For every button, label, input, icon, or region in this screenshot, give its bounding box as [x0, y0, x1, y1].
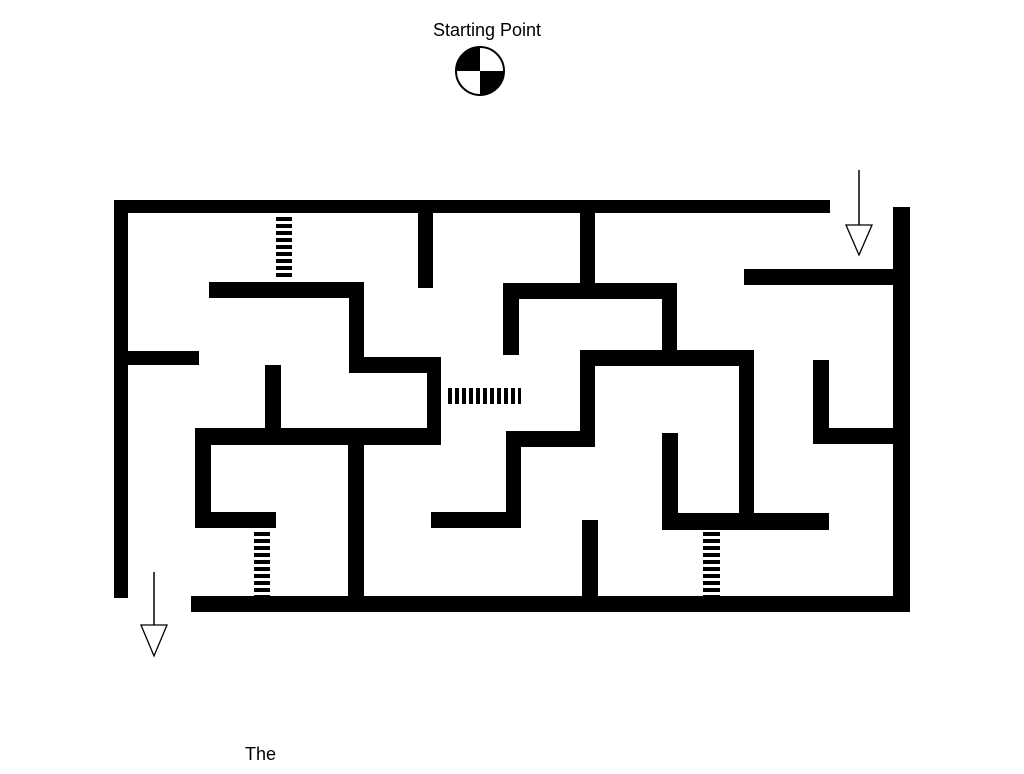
maze-wall: [813, 428, 893, 444]
maze-wall: [503, 283, 519, 355]
maze-wall: [503, 283, 677, 299]
starting-point-label: Starting Point: [433, 20, 541, 40]
maze-wall: [662, 433, 678, 530]
maze-wall: [431, 512, 521, 528]
maze-wall: [427, 357, 441, 445]
maze-wall: [662, 283, 677, 352]
maze-wall: [813, 360, 829, 444]
maze-ladder-gate: [447, 388, 521, 404]
maze-inner-walls: [128, 213, 893, 605]
start-marker-icon: [455, 46, 505, 96]
maze-wall-right: [893, 207, 910, 612]
maze-wall: [265, 365, 281, 430]
maze-wall: [128, 351, 199, 365]
maze-wall: [348, 445, 364, 598]
maze-wall: [580, 213, 595, 285]
maze-outer-walls: [114, 200, 910, 612]
entry-arrow-icon: [845, 170, 873, 257]
maze-wall-bottom: [191, 596, 910, 612]
maze-wall-left: [114, 200, 128, 598]
maze-wall: [195, 428, 211, 528]
maze-ladder-gate: [276, 216, 292, 278]
maze-wall: [209, 282, 364, 298]
maze-wall: [739, 350, 754, 516]
maze-wall: [580, 350, 754, 366]
maze-wall: [195, 428, 441, 445]
maze-wall: [418, 213, 433, 288]
maze-wall: [506, 431, 521, 528]
maze-ladder-gates: [254, 216, 720, 596]
maze-wall: [580, 350, 595, 447]
maze-ladder-gate: [703, 531, 720, 596]
maze-wall-top: [114, 200, 830, 213]
maze-wall: [744, 269, 893, 285]
maze-wall: [582, 520, 598, 605]
maze-wall: [195, 512, 276, 528]
maze-wall: [662, 513, 829, 530]
maze-wall: [349, 357, 441, 373]
footer-text: The: [245, 744, 276, 764]
maze-ladder-gate: [254, 531, 270, 596]
maze-wall: [349, 282, 364, 373]
exit-arrow-icon: [140, 572, 168, 658]
maze-wall: [506, 431, 595, 447]
